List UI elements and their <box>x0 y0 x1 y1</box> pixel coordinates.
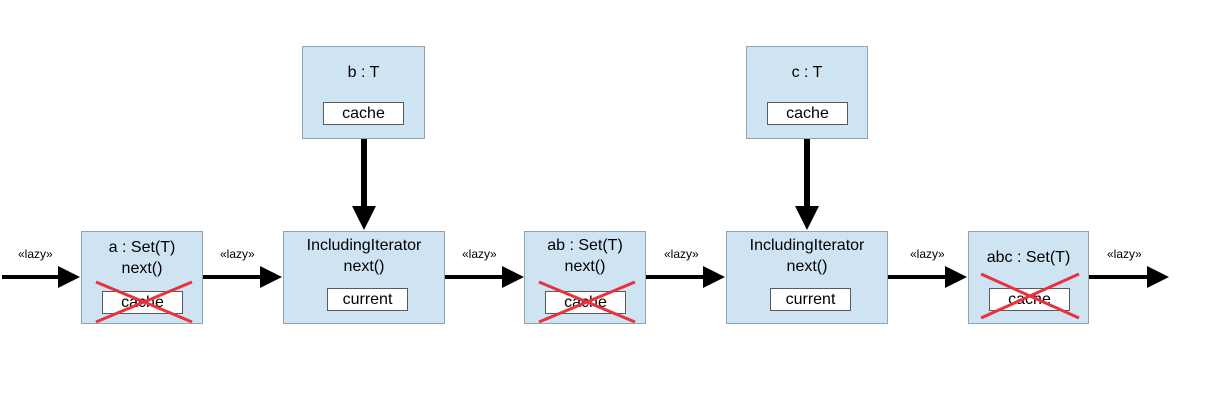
node-including-iterator-2-title: IncludingIterator <box>749 237 865 254</box>
arrow-a-to-iterator1 <box>203 266 282 288</box>
arrow-ab-to-iterator2 <box>646 266 725 288</box>
node-c-title: c : T <box>791 64 823 81</box>
edge-label-lazy: «lazy» <box>664 247 699 261</box>
node-including-iterator-2-current-field: current <box>770 288 851 311</box>
arrow-c-to-iterator2 <box>795 138 819 230</box>
node-ab-method: next() <box>564 258 606 275</box>
node-a-method: next() <box>121 260 163 277</box>
node-including-iterator-1-current-field: current <box>327 288 408 311</box>
arrow-into-a <box>2 266 80 288</box>
node-b: b : T cache <box>302 46 425 139</box>
node-c: c : T cache <box>746 46 868 139</box>
node-including-iterator-2: IncludingIterator next() current <box>726 231 888 324</box>
arrow-iterator2-to-abc <box>888 266 967 288</box>
node-abc-title: abc : Set(T) <box>986 249 1071 266</box>
node-a: a : Set(T) next() cache <box>81 231 203 324</box>
node-a-cache-field: cache <box>102 291 183 314</box>
edge-label-lazy: «lazy» <box>1107 247 1142 261</box>
node-including-iterator-1: IncludingIterator next() current <box>283 231 445 324</box>
node-a-title: a : Set(T) <box>108 239 176 256</box>
edge-label-lazy: «lazy» <box>18 247 53 261</box>
edge-label-lazy: «lazy» <box>910 247 945 261</box>
edge-label-lazy: «lazy» <box>220 247 255 261</box>
node-b-title: b : T <box>347 64 380 81</box>
node-c-cache-field: cache <box>767 102 848 125</box>
node-ab-cache-field: cache <box>545 291 626 314</box>
node-ab-title: ab : Set(T) <box>547 237 623 254</box>
node-including-iterator-1-method: next() <box>343 258 385 275</box>
node-abc: abc : Set(T) cache <box>968 231 1089 324</box>
arrow-iterator1-to-ab <box>445 266 524 288</box>
arrow-out-of-abc <box>1089 266 1169 288</box>
arrow-b-to-iterator1 <box>352 138 376 230</box>
edge-label-lazy: «lazy» <box>462 247 497 261</box>
node-abc-cache-field: cache <box>989 288 1070 311</box>
node-including-iterator-2-method: next() <box>786 258 828 275</box>
node-including-iterator-1-title: IncludingIterator <box>306 237 422 254</box>
node-b-cache-field: cache <box>323 102 404 125</box>
node-ab: ab : Set(T) next() cache <box>524 231 646 324</box>
